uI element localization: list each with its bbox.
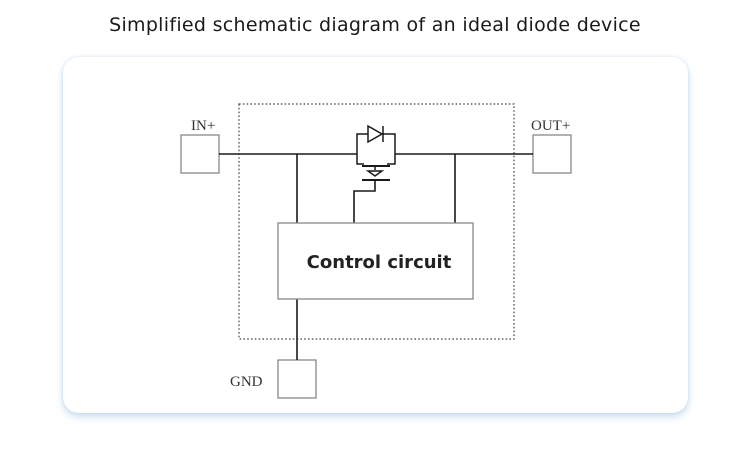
diagram-title: Simplified schematic diagram of an ideal… xyxy=(109,14,641,36)
device-boundary xyxy=(238,103,515,340)
in-pin xyxy=(180,134,220,174)
mosfet-with-body-diode-icon xyxy=(356,124,396,181)
control-circuit-label: Control circuit xyxy=(307,252,452,273)
control-connections xyxy=(296,154,456,360)
in-label: IN+ xyxy=(191,118,215,134)
gnd-label: GND xyxy=(230,374,263,390)
gnd-pin xyxy=(277,359,317,399)
out-pin xyxy=(532,134,572,174)
control-circuit-box xyxy=(277,222,474,300)
out-label: OUT+ xyxy=(531,118,570,134)
